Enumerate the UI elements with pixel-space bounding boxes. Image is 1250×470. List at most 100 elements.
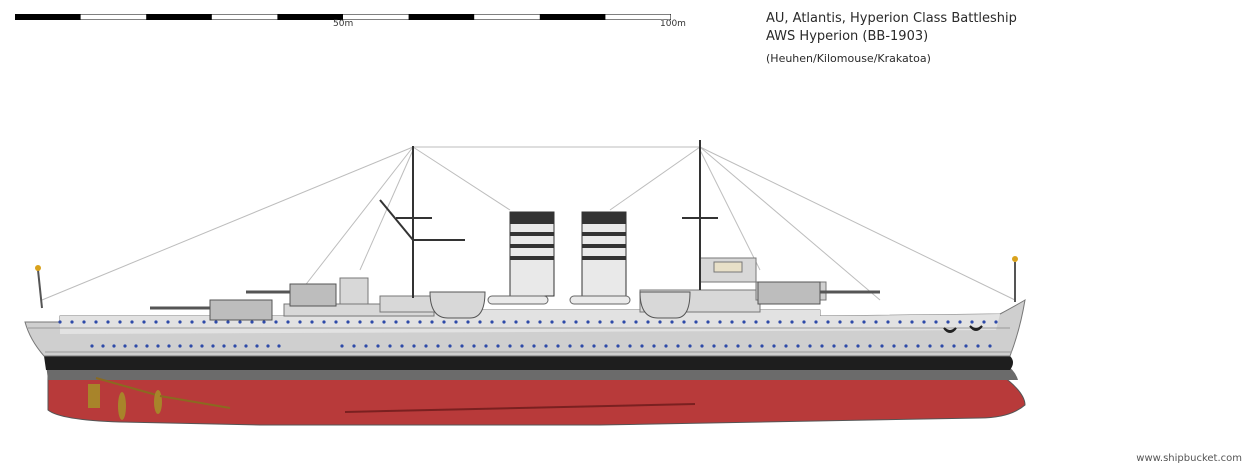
stern-gear	[88, 377, 231, 420]
porthole	[958, 320, 962, 324]
porthole	[418, 320, 422, 324]
porthole	[436, 344, 440, 348]
porthole	[442, 320, 446, 324]
porthole	[520, 344, 524, 348]
porthole	[178, 320, 182, 324]
porthole	[598, 320, 602, 324]
porthole	[826, 320, 830, 324]
porthole	[222, 344, 226, 348]
porthole	[880, 344, 884, 348]
porthole	[134, 344, 138, 348]
porthole	[784, 344, 788, 348]
porthole	[388, 344, 392, 348]
porthole	[255, 344, 259, 348]
porthole	[538, 320, 542, 324]
title-block: AU, Atlantis, Hyperion Class Battleship …	[766, 10, 1017, 65]
porthole	[202, 320, 206, 324]
porthole	[670, 320, 674, 324]
porthole	[526, 320, 530, 324]
porthole	[952, 344, 956, 348]
porthole	[700, 344, 704, 348]
porthole	[946, 320, 950, 324]
porthole	[472, 344, 476, 348]
porthole	[394, 320, 398, 324]
porthole	[370, 320, 374, 324]
porthole	[412, 344, 416, 348]
porthole	[820, 344, 824, 348]
porthole	[862, 320, 866, 324]
porthole	[484, 344, 488, 348]
porthole	[460, 344, 464, 348]
hull-boot-black	[44, 356, 1013, 370]
porthole	[652, 344, 656, 348]
porthole	[682, 320, 686, 324]
porthole	[226, 320, 230, 324]
porthole	[904, 344, 908, 348]
porthole	[346, 320, 350, 324]
superstructure	[283, 257, 827, 317]
porthole	[898, 320, 902, 324]
porthole	[706, 320, 710, 324]
porthole	[190, 320, 194, 324]
porthole	[211, 344, 215, 348]
porthole	[448, 344, 452, 348]
porthole	[502, 320, 506, 324]
hull-number-marking	[943, 325, 983, 333]
porthole	[376, 344, 380, 348]
porthole	[496, 344, 500, 348]
porthole	[400, 344, 404, 348]
porthole	[382, 320, 386, 324]
porthole	[166, 320, 170, 324]
porthole	[856, 344, 860, 348]
porthole	[454, 320, 458, 324]
porthole	[916, 344, 920, 348]
porthole	[964, 344, 968, 348]
porthole	[214, 320, 218, 324]
porthole	[976, 344, 980, 348]
porthole	[286, 320, 290, 324]
porthole	[808, 344, 812, 348]
porthole	[688, 344, 692, 348]
porthole	[532, 344, 536, 348]
porthole	[724, 344, 728, 348]
porthole	[544, 344, 548, 348]
porthole	[310, 320, 314, 324]
porthole	[844, 344, 848, 348]
porthole	[628, 344, 632, 348]
porthole	[850, 320, 854, 324]
porthole	[123, 344, 127, 348]
porthole	[868, 344, 872, 348]
porthole	[154, 320, 158, 324]
porthole	[550, 320, 554, 324]
porthole	[424, 344, 428, 348]
porthole	[167, 344, 171, 348]
porthole	[340, 344, 344, 348]
porthole	[802, 320, 806, 324]
porthole	[101, 344, 105, 348]
porthole	[910, 320, 914, 324]
porthole	[266, 344, 270, 348]
porthole	[832, 344, 836, 348]
porthole	[233, 344, 237, 348]
porthole	[928, 344, 932, 348]
porthole	[90, 344, 94, 348]
porthole	[478, 320, 482, 324]
hull-upper-strake	[60, 310, 1000, 334]
porthole	[406, 320, 410, 324]
porthole	[562, 320, 566, 324]
porthole	[634, 320, 638, 324]
porthole	[352, 344, 356, 348]
porthole	[364, 344, 368, 348]
porthole	[274, 320, 278, 324]
porthole	[508, 344, 512, 348]
porthole	[736, 344, 740, 348]
ship-class-title: AU, Atlantis, Hyperion Class Battleship	[766, 11, 1017, 26]
credits: (Heuhen/Kilomouse/Krakatoa)	[766, 52, 931, 65]
porthole	[142, 320, 146, 324]
porthole	[664, 344, 668, 348]
porthole	[934, 320, 938, 324]
porthole	[718, 320, 722, 324]
porthole	[748, 344, 752, 348]
porthole	[604, 344, 608, 348]
porthole	[796, 344, 800, 348]
